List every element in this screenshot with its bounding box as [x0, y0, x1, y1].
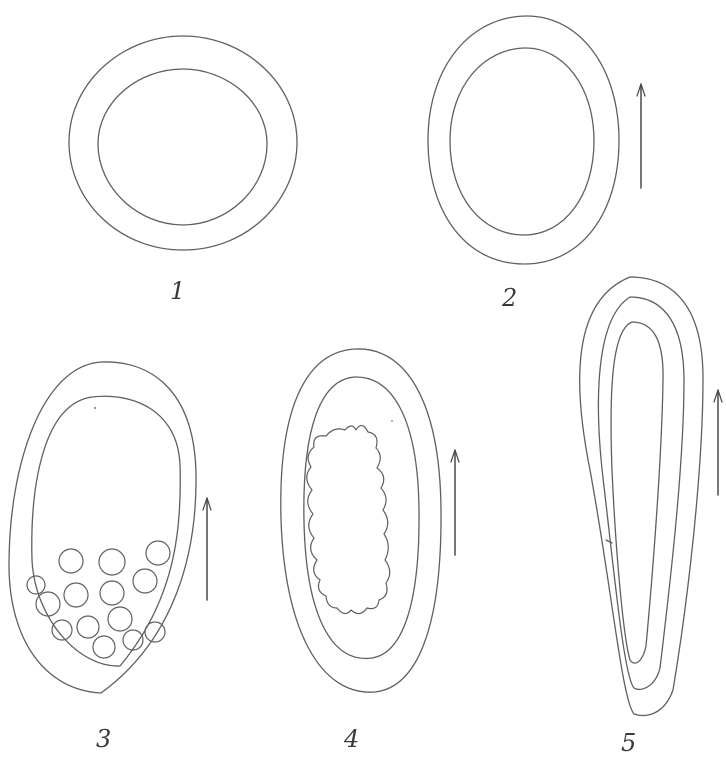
figure-2-label: 2: [501, 284, 517, 312]
figure-4-direction-arrow: [451, 450, 459, 555]
figure-3-granules: [27, 541, 170, 658]
figure-5: [580, 277, 703, 715]
figure-3-outer-wall: [9, 362, 196, 693]
figure-4: [281, 349, 441, 692]
figure-1-outer-wall: [69, 36, 297, 250]
figure-3: [9, 362, 196, 693]
figure-4-outer-wall: [281, 349, 441, 692]
figure-2-direction-arrow: [637, 84, 645, 188]
figure-5-outer-wall: [580, 277, 703, 715]
figure-4-vacuole: [307, 425, 390, 613]
figure-1-label: 1: [170, 277, 185, 305]
figure-4-middle-wall: [304, 377, 419, 658]
figure-5-middle-wall: [598, 297, 684, 689]
figure-3-direction-arrow: [203, 498, 211, 600]
figure-5-direction-arrow: [714, 390, 722, 495]
figure-3-label: 3: [96, 725, 111, 753]
figure-5-label: 5: [621, 729, 636, 757]
figure-4-label: 4: [343, 725, 359, 753]
figure-2: [428, 16, 619, 264]
figure-3-inner-wall: [32, 396, 180, 666]
figure-1-inner-wall: [98, 69, 267, 225]
figure-1: [69, 36, 297, 250]
figure-2-outer-wall: [428, 16, 619, 264]
figure-2-inner-wall: [450, 48, 594, 235]
